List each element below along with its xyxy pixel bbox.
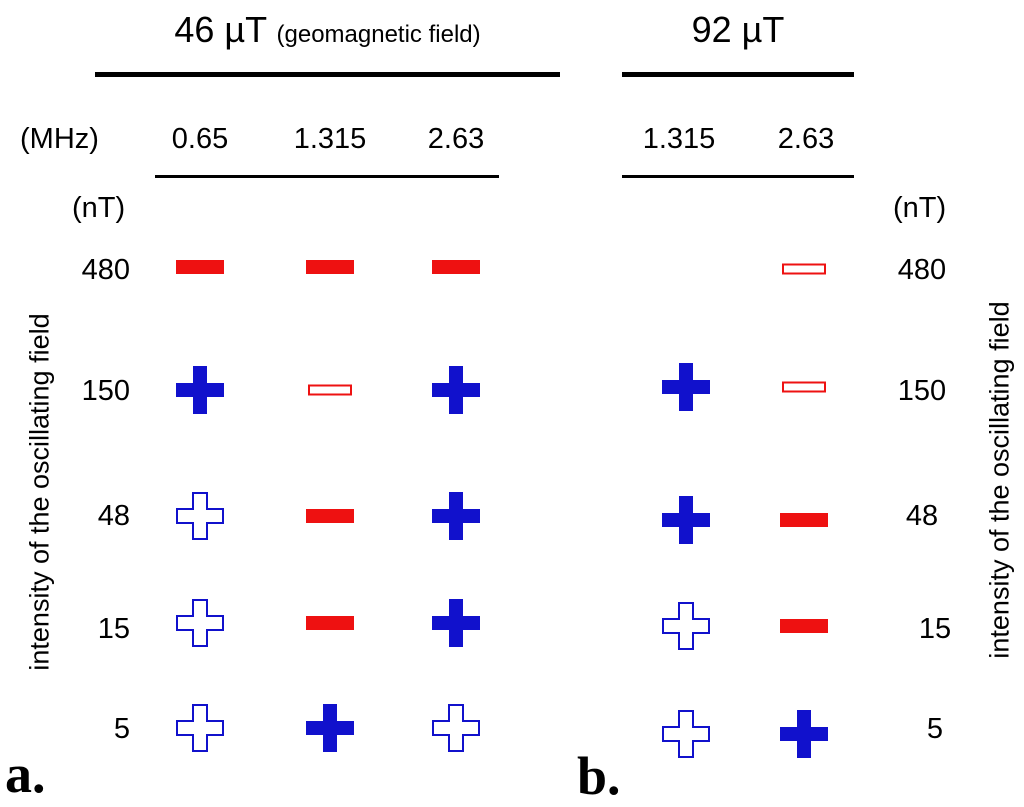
- plus-filled-icon-b-1.315-48: [662, 496, 710, 544]
- panel-b-freq-rule: [622, 175, 854, 178]
- row-label-b-480: 480: [897, 254, 947, 286]
- freq-label-a-0: 0.65: [171, 123, 229, 155]
- panel-a-letter: a.: [5, 744, 46, 804]
- minus-open-icon-b-2.63-150: [782, 381, 826, 393]
- plus-filled-icon-b-2.63-5: [780, 710, 828, 758]
- panel-a-axis-label: intensity of the oscillating field: [24, 313, 55, 671]
- plus-open-icon-a-0.65-48: [176, 492, 224, 540]
- minus-filled-icon-a-1.315-480: [306, 260, 354, 274]
- panel-a-title: 46 µT (geomagnetic field): [95, 10, 560, 55]
- freq-label-a-1: 1.315: [293, 123, 367, 155]
- plus-filled-icon-b-1.315-150: [662, 363, 710, 411]
- minus-filled-icon-b-2.63-15: [780, 619, 828, 633]
- panel-b-intensity-unit: (nT): [893, 192, 947, 224]
- freq-label-a-2: 2.63: [427, 123, 485, 155]
- row-label-a-480: 480: [81, 254, 130, 286]
- plus-filled-icon-a-2.63-48: [432, 492, 480, 540]
- panel-b-letter: b.: [577, 746, 621, 806]
- plus-open-icon-b-1.315-15: [662, 602, 710, 650]
- freq-label-b-0: 1.315: [642, 123, 716, 155]
- plus-filled-icon-a-2.63-15: [432, 599, 480, 647]
- panel-a-field: 46 µT: [174, 9, 267, 50]
- panel-b-title: 92 µT: [691, 9, 785, 50]
- plus-filled-icon-a-0.65-150: [176, 366, 224, 414]
- plus-open-icon-a-2.63-5: [432, 704, 480, 752]
- row-label-a-48: 48: [97, 500, 130, 532]
- row-label-b-150: 150: [897, 375, 947, 407]
- row-label-b-15: 15: [918, 613, 952, 645]
- row-label-b-5: 5: [926, 713, 944, 745]
- panel-a-field-note: (geomagnetic field): [276, 21, 481, 48]
- panel-a-title-rule: [95, 72, 560, 77]
- row-label-a-15: 15: [97, 613, 130, 645]
- row-label-a-150: 150: [81, 375, 130, 407]
- row-label-b-48: 48: [905, 500, 939, 532]
- freq-label-b-1: 2.63: [777, 123, 835, 155]
- panel-b-axis-label: intensity of the oscillating field: [984, 301, 1015, 659]
- plus-open-icon-a-0.65-5: [176, 704, 224, 752]
- panel-a-intensity-unit: (nT): [72, 192, 126, 224]
- minus-filled-icon-a-1.315-15: [306, 616, 354, 630]
- minus-open-icon-b-2.63-480: [782, 263, 826, 275]
- plus-filled-icon-a-2.63-150: [432, 366, 480, 414]
- plus-filled-icon-a-1.315-5: [306, 704, 354, 752]
- minus-filled-icon-a-0.65-480: [176, 260, 224, 274]
- panel-b-title-rule: [622, 72, 854, 77]
- minus-filled-icon-b-2.63-48: [780, 513, 828, 527]
- minus-filled-icon-a-1.315-48: [306, 509, 354, 523]
- minus-filled-icon-a-2.63-480: [432, 260, 480, 274]
- minus-open-icon-a-1.315-150: [308, 384, 352, 396]
- plus-open-icon-a-0.65-15: [176, 599, 224, 647]
- plus-open-icon-b-1.315-5: [662, 710, 710, 758]
- row-label-a-5: 5: [113, 713, 130, 745]
- freq-unit-label: (MHz): [20, 123, 99, 155]
- panel-a-freq-rule: [155, 175, 499, 178]
